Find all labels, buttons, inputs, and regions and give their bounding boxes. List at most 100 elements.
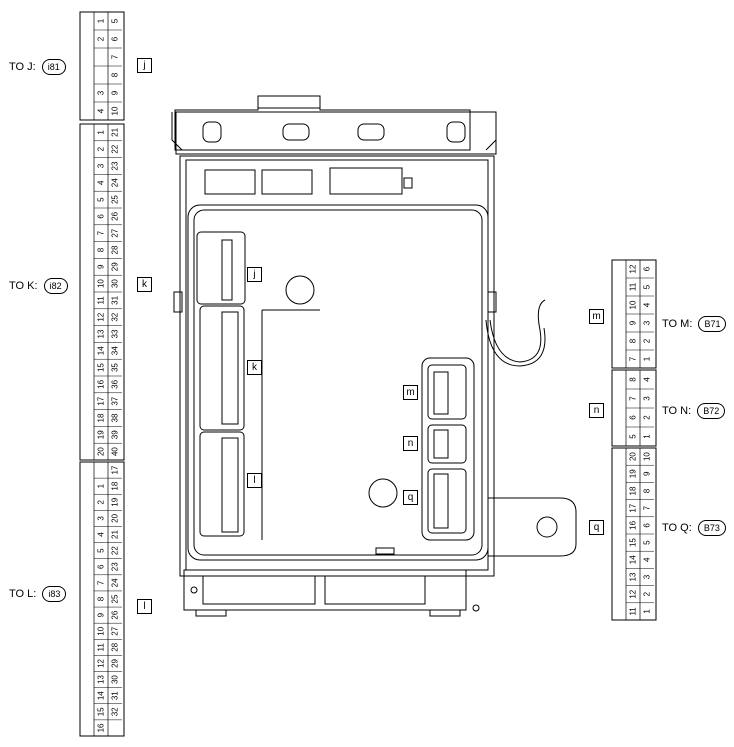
pin-number: 23 (111, 161, 120, 170)
pin-number: 32 (111, 707, 120, 716)
pin-number: 7 (629, 396, 638, 401)
connector-j-label: TO J: i81 (9, 59, 66, 75)
code-text: N (680, 404, 689, 417)
pin-number: 40 (111, 447, 120, 456)
pin-number: 1 (643, 356, 652, 361)
pin-number: 8 (643, 488, 652, 493)
pin-number: 25 (111, 594, 120, 603)
pin-number: 24 (111, 578, 120, 587)
code-text: L (27, 587, 34, 600)
pin-number: 1 (97, 130, 106, 135)
pin-number: 7 (629, 356, 638, 361)
connector-q-label: TO Q: B73 (662, 520, 726, 536)
pin-number: 8 (97, 247, 106, 252)
pin-number: 4 (97, 180, 106, 185)
connector-k-label: TO K: i82 (9, 278, 68, 294)
pin-number: 16 (97, 379, 106, 388)
pin-number: 6 (629, 415, 638, 420)
ecu-tag-n: n (403, 436, 418, 451)
pin-number: 8 (97, 596, 106, 601)
part-oval: i82 (43, 278, 68, 294)
junction-block-body (171, 95, 577, 617)
pin-number: 9 (643, 471, 652, 476)
pin-number: 18 (629, 486, 638, 495)
pin-number: 28 (111, 642, 120, 651)
pin-number: 8 (111, 72, 120, 77)
pin-number: 15 (629, 538, 638, 547)
pin-number: 19 (97, 430, 106, 439)
pin-number: 5 (111, 18, 120, 23)
pin-number: 1 (97, 483, 106, 488)
pin-number: 29 (111, 658, 120, 667)
pin-number: 8 (629, 377, 638, 382)
pin-number: 15 (97, 363, 106, 372)
pin-number: 20 (111, 513, 120, 522)
to-text: TO (662, 521, 678, 534)
pin-number: 38 (111, 413, 120, 422)
pin-number: 7 (97, 580, 106, 585)
ecu-tag-q: q (403, 490, 418, 505)
pin-number: 7 (111, 54, 120, 59)
code-text: J (27, 60, 33, 73)
pin-number: 6 (97, 564, 106, 569)
pin-number: 30 (111, 279, 120, 288)
pin-number: 21 (111, 127, 120, 136)
pin-number: 3 (97, 163, 106, 168)
pin-number: 17 (629, 503, 638, 512)
pin-number: 33 (111, 329, 120, 338)
to-text: TO (9, 279, 25, 292)
pin-number: 21 (111, 530, 120, 539)
pin-number: 10 (97, 279, 106, 288)
pin-number: 18 (111, 481, 120, 490)
part-oval: B73 (697, 520, 726, 536)
to-text: TO (662, 404, 678, 417)
pin-number: 12 (97, 312, 106, 321)
pin-number: 16 (97, 723, 106, 732)
pin-number: 11 (97, 643, 106, 652)
pin-number: 36 (111, 379, 120, 388)
pin-number: 9 (97, 612, 106, 617)
pin-number: 14 (97, 691, 106, 700)
pin-number: 5 (643, 540, 652, 545)
part-oval: i83 (42, 586, 67, 602)
pin-number: 5 (97, 548, 106, 553)
pin-number: 26 (111, 211, 120, 220)
pin-number: 22 (111, 144, 120, 153)
pin-number: 18 (97, 413, 106, 422)
connector-m-label: TO M: B71 (662, 316, 727, 332)
connector-l-label: TO L: i83 (9, 586, 67, 602)
pin-number: 8 (629, 338, 638, 343)
pin-number: 1 (97, 18, 106, 23)
pin-number: 11 (97, 296, 106, 305)
pin-number: 37 (111, 396, 120, 405)
pin-number: 2 (643, 415, 652, 420)
pin-number: 32 (111, 312, 120, 321)
ecu-tag-m: m (403, 385, 418, 400)
pin-number: 12 (629, 589, 638, 598)
connector-l-letter: l (137, 599, 152, 614)
pin-number: 5 (629, 434, 638, 439)
pin-number: 14 (629, 555, 638, 564)
ecu-tag-k: k (247, 360, 262, 375)
pin-number: 6 (111, 36, 120, 41)
connector-n-letter: n (589, 403, 604, 418)
pin-number: 5 (643, 284, 652, 289)
pin-number: 17 (97, 396, 106, 405)
connector-j-letter: j (137, 58, 152, 73)
pin-number: 19 (111, 497, 120, 506)
pin-number: 2 (97, 36, 106, 41)
pin-number: 12 (629, 264, 638, 273)
pin-number: 3 (643, 574, 652, 579)
pin-number: 39 (111, 430, 120, 439)
pin-number: 9 (629, 320, 638, 325)
pin-number: 15 (97, 707, 106, 716)
pin-number: 3 (643, 396, 652, 401)
to-text: TO (9, 587, 25, 600)
pin-number: 3 (97, 90, 106, 95)
pin-number: 11 (629, 607, 638, 616)
pin-number: 10 (629, 300, 638, 309)
pin-number: 1 (643, 434, 652, 439)
part-oval: i81 (41, 59, 66, 75)
pin-number: 16 (629, 520, 638, 529)
pin-number: 6 (643, 523, 652, 528)
